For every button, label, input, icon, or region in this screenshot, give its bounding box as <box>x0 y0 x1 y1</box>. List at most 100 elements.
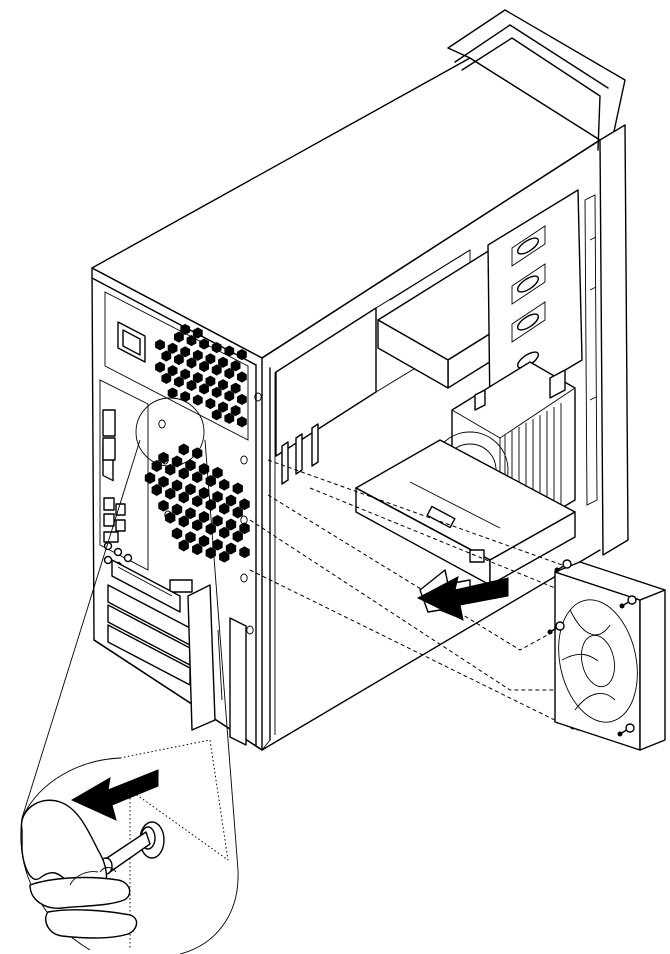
vent-hole <box>237 349 247 361</box>
vent-hole <box>211 409 222 421</box>
vent-hole <box>205 398 216 410</box>
vent-hole <box>158 475 169 488</box>
vent-hole <box>224 390 235 402</box>
vent-hole <box>212 466 223 479</box>
arrow-icon <box>70 769 159 821</box>
vent-hole <box>161 372 172 384</box>
vent-hole <box>167 365 178 377</box>
screw-hole <box>240 573 248 583</box>
vent-hole <box>225 518 237 531</box>
vent-hole <box>158 451 169 464</box>
vent-hole <box>151 484 162 496</box>
vent-hole <box>198 535 210 547</box>
vent-hole <box>192 543 203 556</box>
vent-hole <box>198 487 210 499</box>
vent-hole <box>180 323 191 335</box>
callout-lines <box>21 439 239 871</box>
vent-hole <box>205 353 216 365</box>
vent-hole <box>180 346 191 358</box>
vent-hole <box>218 379 228 391</box>
vent-hole <box>212 490 223 503</box>
vent-hole <box>225 542 237 555</box>
vent-hole <box>192 447 203 460</box>
screw-hole <box>240 455 248 465</box>
vent-hole <box>211 386 222 398</box>
vent-hole <box>155 361 165 373</box>
vent-hole <box>165 463 176 476</box>
vent-hole <box>192 327 203 339</box>
vent-hole <box>218 401 228 413</box>
vent-hole <box>224 345 235 357</box>
io-port <box>103 513 115 527</box>
vent-hole <box>192 471 203 484</box>
vent-hole <box>186 379 197 391</box>
vent-hole <box>237 371 247 383</box>
vent-hole <box>198 511 210 523</box>
screw-hole <box>254 392 262 402</box>
rivet-icon <box>547 621 565 635</box>
rivet-icon <box>99 821 165 875</box>
vent-hole <box>171 455 183 468</box>
vent-hole <box>199 360 209 373</box>
vent-hole <box>232 482 243 495</box>
io-port <box>169 579 193 593</box>
vent-hole <box>185 483 196 496</box>
expansion-slots <box>107 559 191 686</box>
vent-hole <box>192 394 203 406</box>
io-port <box>102 437 116 461</box>
vent-hole <box>224 367 235 380</box>
detail-callout-circle <box>135 397 205 467</box>
vent-hole <box>239 498 250 511</box>
fan-mount-pins <box>547 559 637 737</box>
rear-fan-grille <box>144 443 250 563</box>
screw-hole <box>246 625 254 635</box>
vent-hole <box>219 478 230 491</box>
rivet-icon <box>554 559 572 573</box>
vent-hole <box>198 463 210 475</box>
vent-hole <box>230 405 241 417</box>
screw-hole <box>161 455 169 465</box>
vent-hole <box>237 393 247 405</box>
psu-vent <box>155 323 247 428</box>
hand-icon <box>20 799 138 939</box>
internal-components <box>275 189 598 586</box>
vent-hole <box>178 539 189 552</box>
io-port <box>115 503 126 516</box>
vent-hole <box>151 460 162 472</box>
screw-hole <box>158 419 166 429</box>
vent-hole <box>239 522 250 535</box>
vent-hole <box>205 523 216 535</box>
vent-hole <box>212 538 223 551</box>
io-port <box>102 409 116 437</box>
io-port <box>103 497 115 511</box>
rivet-icon <box>619 595 637 609</box>
vent-hole <box>185 507 196 520</box>
screw-hole <box>164 510 172 520</box>
vent-hole <box>171 503 183 516</box>
vent-hole <box>174 353 184 366</box>
case-fan <box>547 559 666 751</box>
audio-jack <box>103 555 113 565</box>
audio-jack <box>113 547 123 557</box>
vent-hole <box>205 375 216 387</box>
arrow-icon <box>416 569 509 621</box>
vent-hole <box>178 467 189 480</box>
rear-panel <box>99 291 262 746</box>
vent-hole <box>178 443 189 456</box>
detail-inset <box>20 739 239 954</box>
vent-hole <box>232 506 243 519</box>
rivet-icon <box>617 723 635 737</box>
vent-hole <box>219 526 230 539</box>
vent-hole <box>171 479 183 492</box>
screw-hole <box>240 515 248 525</box>
vent-hole <box>239 546 250 559</box>
vent-hole <box>178 515 189 528</box>
vent-hole <box>144 472 156 484</box>
vent-hole <box>219 502 230 515</box>
vent-hole <box>199 338 209 350</box>
vent-hole <box>225 494 237 507</box>
vent-hole <box>212 514 223 527</box>
vent-hole <box>237 416 247 428</box>
vent-hole <box>211 342 222 354</box>
vent-hole <box>186 357 197 369</box>
